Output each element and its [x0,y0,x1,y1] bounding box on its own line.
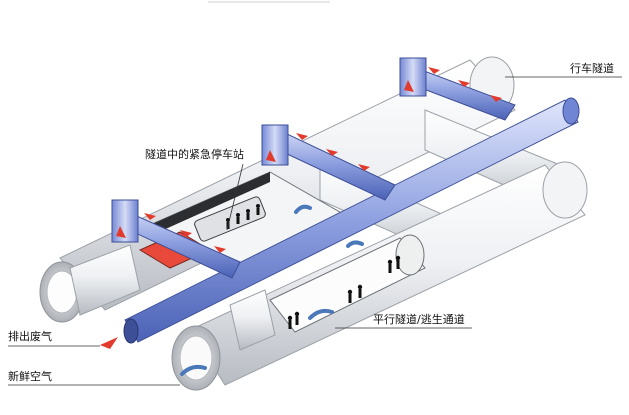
parallel-tunnel [171,161,588,391]
leader-lines [8,76,622,386]
exhaust-duct-branches [111,61,516,279]
exhaust-duct-main [123,97,580,344]
exhaust-arrows [100,67,502,349]
exhaust-duct-outlet [123,318,139,344]
label-exhaust-out: 排出废气 [8,329,52,343]
cross-passage-left [69,244,276,351]
air-flow-arrow-tunnel [308,308,334,320]
fresh-air-arrows [180,204,364,376]
label-parallel-tunnel: 平行隧道/逃生通道 [373,312,465,326]
label-emergency-station: 隧道中的紧急停车站 [145,147,244,161]
label-fresh-air: 新鲜空气 [8,369,52,383]
vent-shafts [111,57,427,243]
label-running-tunnel: 行车隧道 [570,61,614,75]
parallel-tunnel-cutaway [269,237,426,333]
